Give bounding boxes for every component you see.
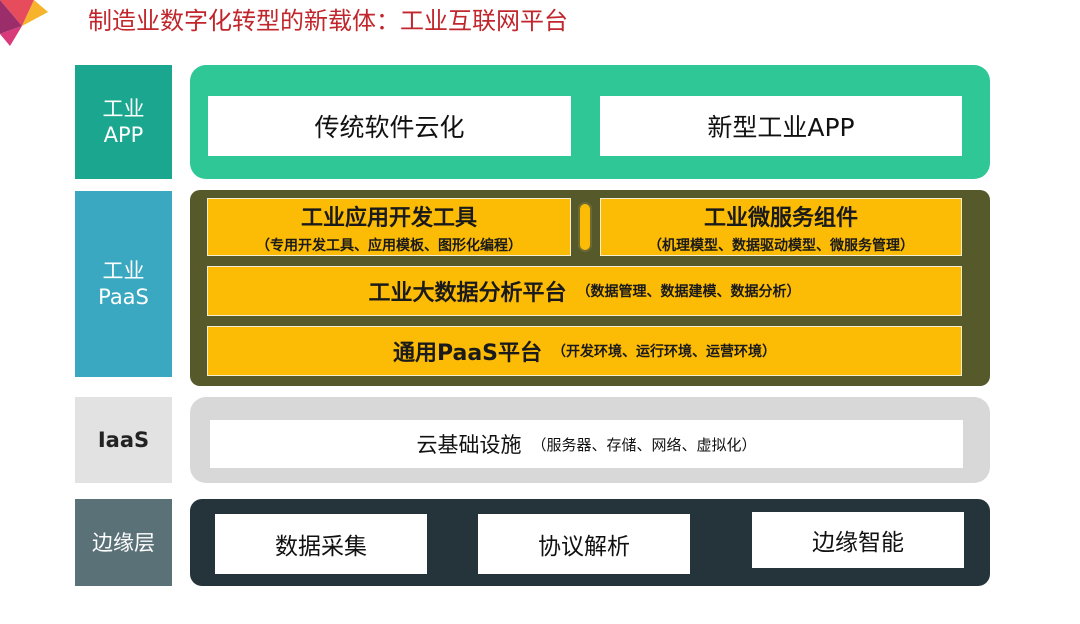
paas-dev-tools-detail: （专用开发工具、应用模板、图形化编程） <box>256 237 522 254</box>
layer-label-paas: 工业 PaaS <box>75 191 172 377</box>
iaas-cloud-infra-detail: （服务器、存储、网络、虚拟化） <box>531 435 757 454</box>
paas-bigdata-detail: （数据管理、数据建模、数据分析） <box>576 284 801 300</box>
paas-microservice-detail: （机理模型、数据驱动模型、微服务管理） <box>648 237 914 254</box>
paas-general-box: 通用PaaS平台 （开发环境、运行环境、运营环境） <box>207 326 962 376</box>
layer-label-iaas-text: IaaS <box>97 428 150 452</box>
iaas-cloud-infra-title: 云基础设施 <box>416 433 522 457</box>
layer-label-iaas: IaaS <box>75 397 172 483</box>
paas-general-detail: （开发环境、运行环境、运营环境） <box>552 344 777 360</box>
edge-item-data-collection: 数据采集 <box>215 514 427 574</box>
edge-item-protocol-parsing: 协议解析 <box>478 514 690 574</box>
iaas-cloud-infra-box: 云基础设施 （服务器、存储、网络、虚拟化） <box>210 420 963 468</box>
app-item-cloud-software: 传统软件云化 <box>208 96 571 156</box>
edge-item-edge-intelligence: 边缘智能 <box>752 512 964 568</box>
layer-label-edge: 边缘层 <box>75 499 172 586</box>
layer-label-app-line1: 工业 <box>102 97 145 121</box>
layer-label-app: 工业 APP <box>75 65 172 179</box>
layer-label-paas-line2: PaaS <box>98 285 149 309</box>
layer-label-edge-text: 边缘层 <box>92 530 155 555</box>
logo-icon <box>0 0 48 46</box>
paas-general-title: 通用PaaS平台 <box>392 341 543 366</box>
page-title: 制造业数字化转型的新载体：工业互联网平台 <box>88 7 568 35</box>
layer-label-paas-line1: 工业 <box>102 259 145 283</box>
paas-microservice-box: 工业微服务组件 （机理模型、数据驱动模型、微服务管理） <box>600 198 962 256</box>
paas-dev-tools-title: 工业应用开发工具 <box>300 205 477 231</box>
paas-bigdata-title: 工业大数据分析平台 <box>368 281 567 306</box>
layer-label-app-line2: APP <box>103 123 144 147</box>
paas-connector <box>578 202 592 252</box>
paas-bigdata-box: 工业大数据分析平台 （数据管理、数据建模、数据分析） <box>207 266 962 316</box>
app-item-new-industrial-app: 新型工业APP <box>600 96 962 156</box>
paas-microservice-title: 工业微服务组件 <box>703 205 858 231</box>
paas-dev-tools-box: 工业应用开发工具 （专用开发工具、应用模板、图形化编程） <box>207 198 571 256</box>
